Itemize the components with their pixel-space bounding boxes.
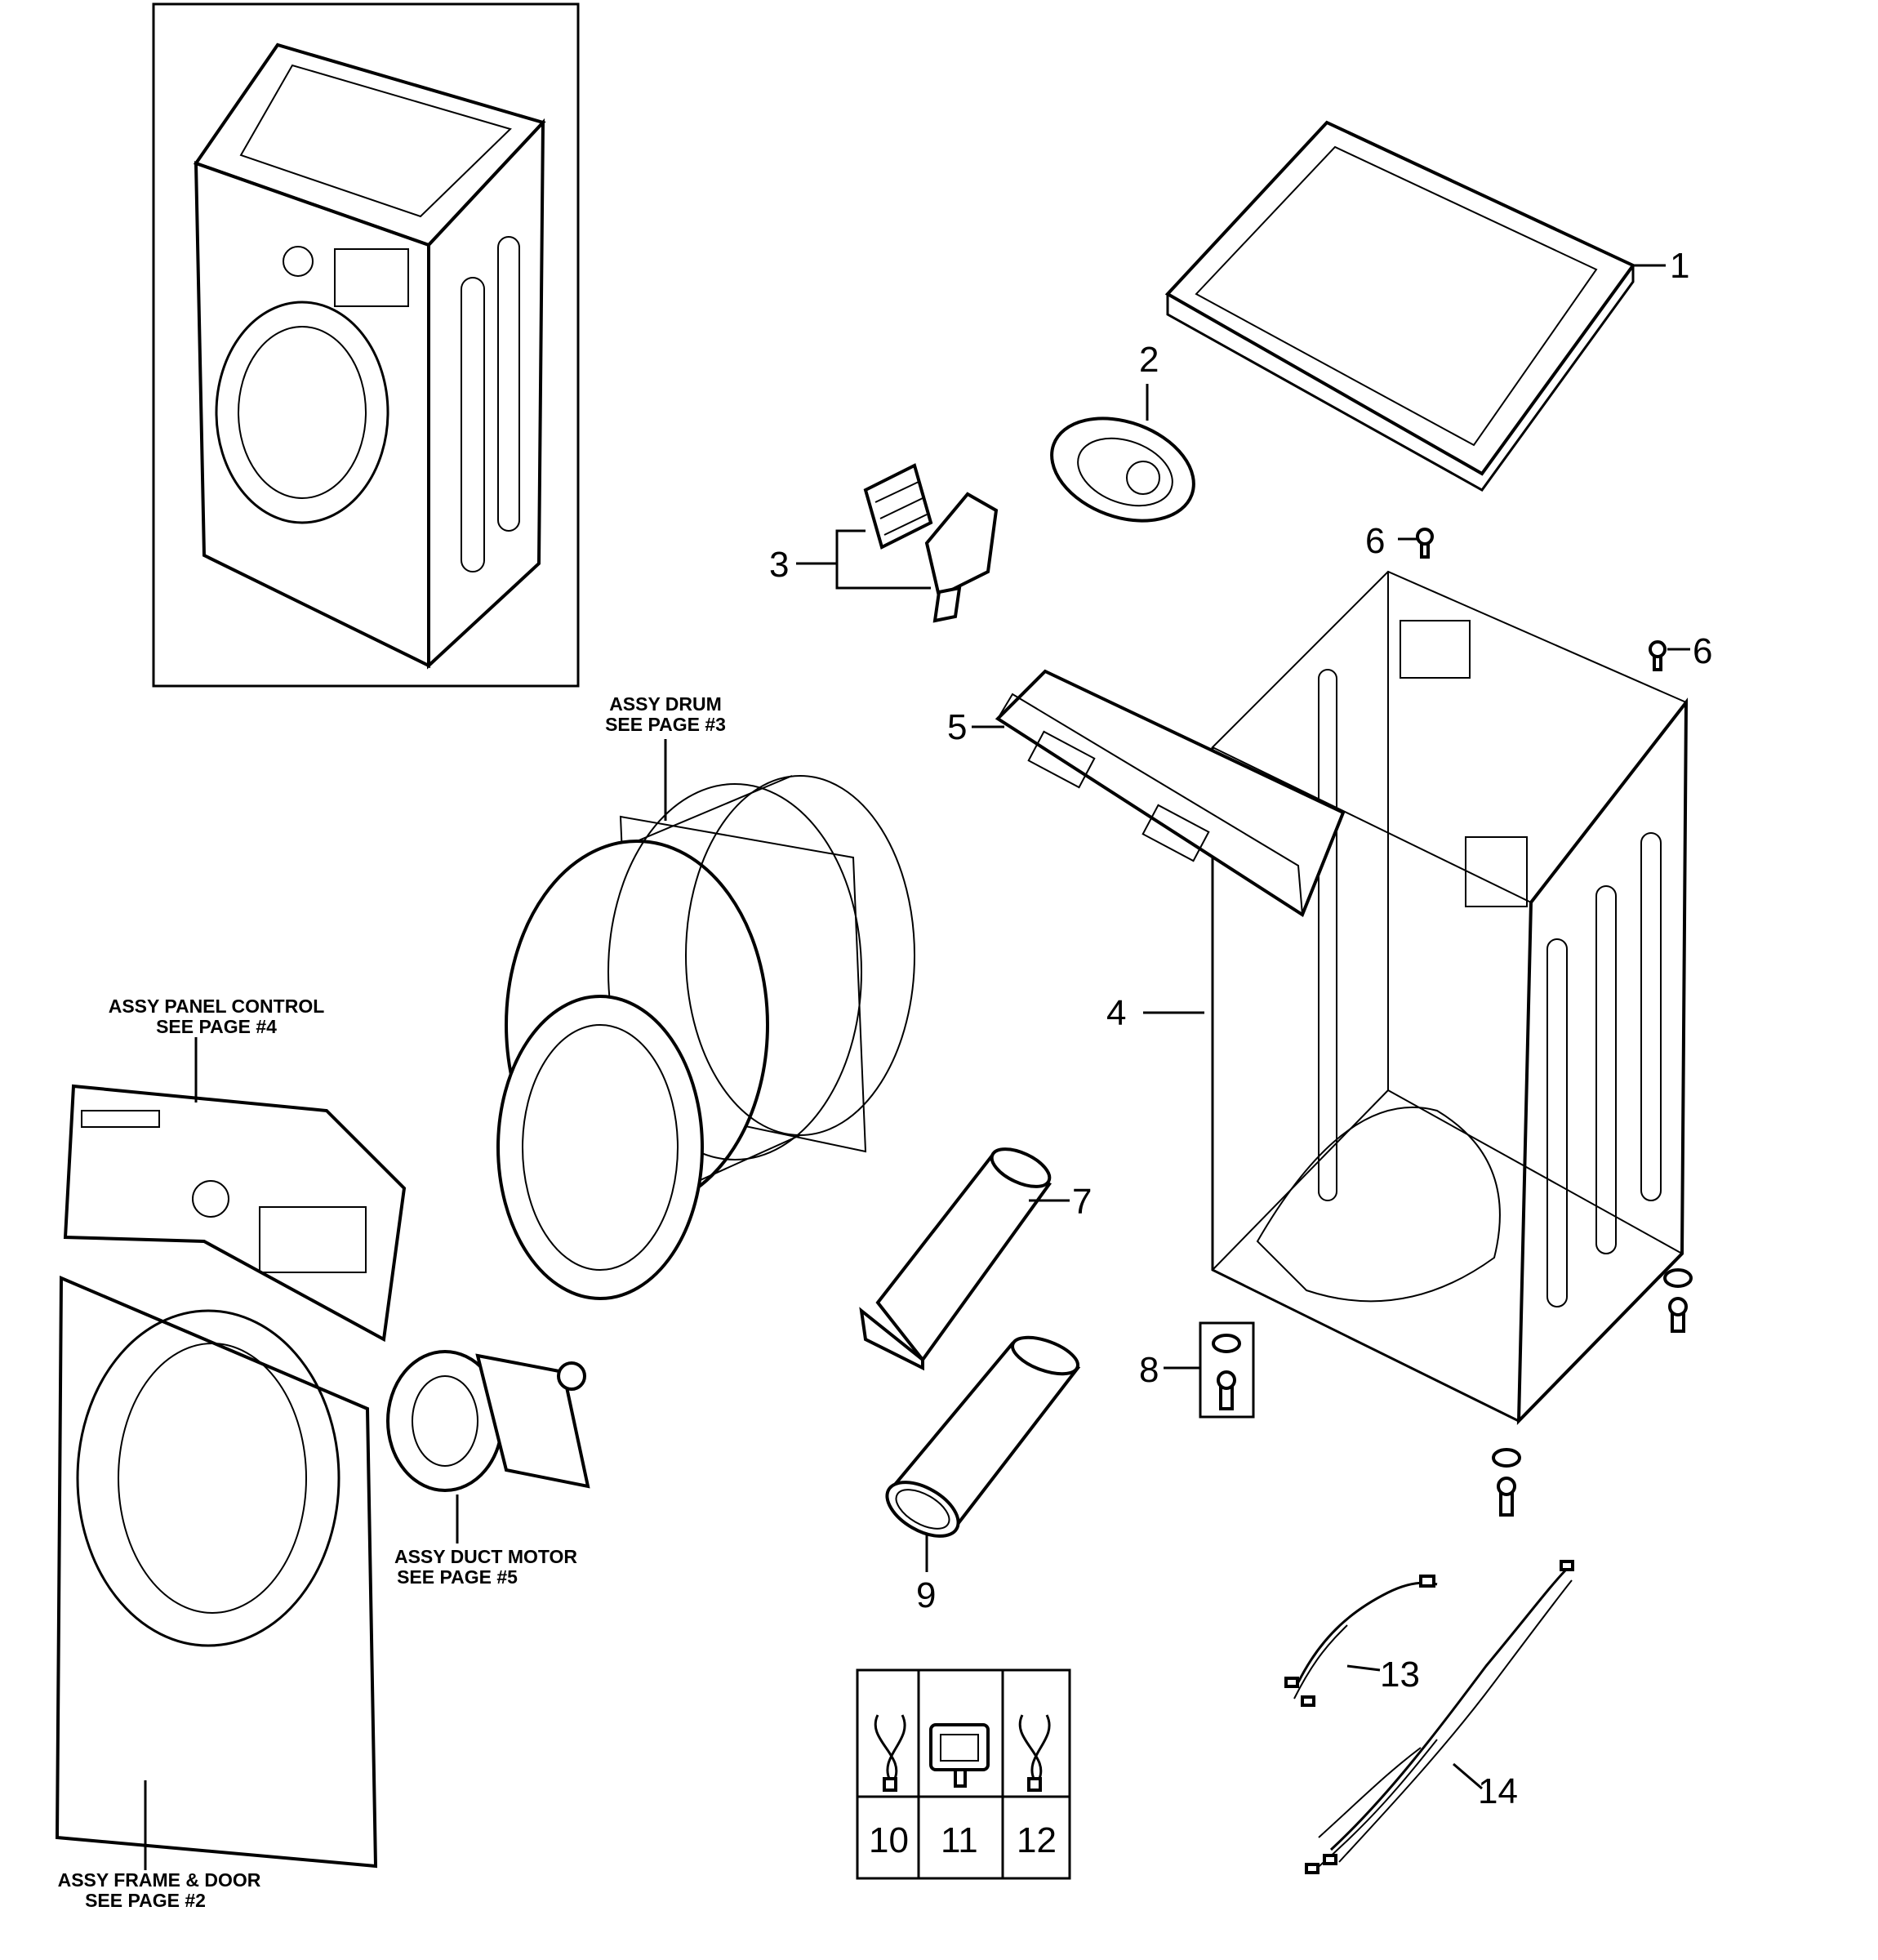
sensor-bracket: 3 xyxy=(769,463,999,623)
assembled-dryer-icon xyxy=(193,42,546,670)
frame-assy-line2: SEE PAGE #2 xyxy=(85,1890,206,1911)
harness-13: 13 xyxy=(1284,1575,1438,1707)
drum-assy-line2: SEE PAGE #3 xyxy=(605,714,726,735)
drum-assy-line1: ASSY DRUM xyxy=(609,693,722,715)
duct-assy-line1: ASSY DUCT MOTOR xyxy=(394,1546,577,1567)
callout-8: 8 xyxy=(1139,1350,1159,1390)
heater-assy-icon xyxy=(859,1147,1052,1371)
sensor-bracket-icon xyxy=(863,463,999,623)
harness-14: 14 xyxy=(1305,1560,1574,1874)
callout-5: 5 xyxy=(947,707,967,747)
duct-motor-icon xyxy=(386,1350,590,1492)
frame-door-assembly: ASSY FRAME & DOOR SEE PAGE #2 xyxy=(55,1275,378,1911)
assembled-dryer-inset xyxy=(152,2,580,688)
callout-11: 11 xyxy=(941,1820,978,1860)
callout-3: 3 xyxy=(769,545,789,585)
callout-4: 4 xyxy=(1106,993,1126,1033)
duct-cover: 2 xyxy=(1050,340,1195,523)
cabinet-icon xyxy=(1211,570,1689,1426)
harness-icon xyxy=(1305,1560,1574,1874)
drum-assembly-icon xyxy=(496,775,915,1300)
leg-foot: 8 xyxy=(1139,1268,1693,1517)
callout-14: 14 xyxy=(1478,1771,1518,1811)
wire-clamp-icon xyxy=(1018,1714,1051,1792)
duct-motor-assembly: ASSY DUCT MOTOR SEE PAGE #5 xyxy=(386,1350,590,1588)
inset-frame xyxy=(152,2,580,688)
top-plate: 1 xyxy=(1164,120,1689,492)
leg-foot-icon xyxy=(1492,1448,1521,1517)
wire-clamp-icon xyxy=(874,1714,906,1792)
exhaust-duct-icon xyxy=(885,1335,1081,1538)
callout-leader-3 xyxy=(835,529,931,590)
heater-assy: 7 xyxy=(859,1147,1092,1371)
callout-leader-13 xyxy=(1346,1664,1381,1672)
panel-assy-line2: SEE PAGE #4 xyxy=(156,1016,277,1037)
control-panel-assembly: ASSY PANEL CONTROL SEE PAGE #4 xyxy=(63,996,407,1343)
callout-7: 7 xyxy=(1072,1182,1092,1222)
leg-foot-icon xyxy=(1212,1334,1241,1410)
leg-kit-box xyxy=(1199,1321,1255,1419)
top-screws: 6 6 xyxy=(1365,521,1712,671)
callout-6b: 6 xyxy=(1693,631,1712,671)
panel-assy-line1: ASSY PANEL CONTROL xyxy=(109,996,325,1017)
duct-assy-line2: SEE PAGE #5 xyxy=(397,1566,518,1588)
screw-icon xyxy=(1416,528,1434,559)
callout-6a: 6 xyxy=(1365,521,1385,561)
clamp-kit: 10 11 12 xyxy=(856,1668,1071,1880)
callout-12: 12 xyxy=(1017,1820,1057,1860)
top-plate-icon xyxy=(1164,120,1636,492)
screw-icon xyxy=(1649,640,1667,671)
bracket-rail: 5 xyxy=(947,669,1346,917)
callout-9: 9 xyxy=(916,1575,936,1615)
bracket-rail-icon xyxy=(995,669,1346,917)
callout-leader-14 xyxy=(1453,1762,1483,1790)
front-frame-door-icon xyxy=(55,1275,378,1869)
control-panel-icon xyxy=(63,1084,407,1343)
callout-2: 2 xyxy=(1139,340,1159,380)
callout-10: 10 xyxy=(869,1820,909,1860)
callout-1: 1 xyxy=(1670,246,1689,286)
drum-assembly: ASSY DRUM SEE PAGE #3 xyxy=(496,693,915,1300)
exhaust-duct: 9 xyxy=(885,1335,1081,1615)
leg-foot-icon xyxy=(1663,1268,1693,1333)
frame-assy-line1: ASSY FRAME & DOOR xyxy=(58,1869,261,1891)
callout-13: 13 xyxy=(1380,1655,1420,1695)
wire-holder-icon xyxy=(929,1723,990,1788)
duct-cover-icon xyxy=(1050,416,1195,523)
clamp-kit-box xyxy=(856,1668,1071,1880)
harness-icon xyxy=(1284,1575,1438,1707)
cabinet: 4 xyxy=(1106,570,1689,1426)
